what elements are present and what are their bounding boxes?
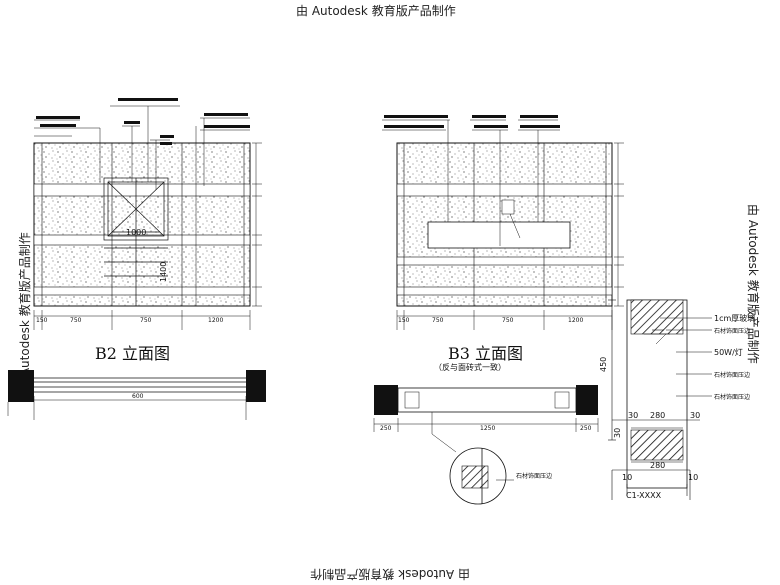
detail-dim-10-left: 10 [622, 473, 632, 482]
b3-plan-dim-2: 1250 [480, 425, 495, 432]
b3-dim-bottom-3: 750 [502, 317, 514, 324]
detail-label-edge-1: 石材饰面压边 [714, 327, 750, 335]
b3-plan-dim [373, 412, 599, 453]
detail-top-stone [630, 299, 684, 335]
b2-dim-1400: 1400 [159, 262, 168, 282]
b2-right-dim-chain [252, 142, 262, 307]
detail-dim-450: 450 [599, 357, 608, 372]
b3-plan-niche [397, 387, 577, 413]
b2-title: B2 立面图 [95, 344, 171, 363]
b3-plan-dim-3: 250 [580, 425, 592, 432]
b2-window [103, 177, 169, 306]
watermark-top: 由 Autodesk 教育版产品制作 [296, 4, 456, 18]
b3-plan: 250 1250 250 石材饰面压边 [373, 385, 599, 505]
b2-plan: 600 [7, 370, 266, 420]
detail-label-glass: 1cm厚玻璃 [714, 313, 755, 323]
b3-subtitle: （反与面砖式一致） [434, 363, 506, 372]
b2-stone-panel [33, 142, 251, 307]
detail-lines [608, 299, 700, 500]
b2-dim-bottom-4: 1200 [208, 317, 223, 324]
b3-title: B3 立面图 [448, 344, 524, 363]
b2-plan-lines [34, 377, 246, 393]
b2-vertical-joints [41, 143, 245, 306]
detail-label-light: 50W/灯 [714, 347, 743, 357]
b3-fixture [501, 199, 515, 215]
b3-dim-bottom-1: 150 [398, 317, 410, 324]
b2-dim-bottom-1: 150 [36, 317, 48, 324]
detail-label-edge-2: 石材饰面压边 [714, 371, 750, 379]
detail-label-edge-3: 石材饰面压边 [714, 393, 750, 401]
detail-dim-30-right: 30 [690, 411, 700, 420]
b2-dim-bottom-3: 750 [140, 317, 152, 324]
b2-plan-dim-text: 600 [132, 393, 144, 400]
detail-dim-30-left: 30 [628, 411, 638, 420]
detail-leaders [655, 317, 712, 397]
b2-elevation: 1000 1400 [33, 98, 262, 330]
section-detail: 1cm厚玻璃 石材饰面压边 50W/灯 石材饰面压边 石材饰面压边 450 30… [599, 299, 755, 500]
b3-dim-bottom-2: 750 [432, 317, 444, 324]
b2-plan-wall-left [8, 370, 34, 402]
b2-leaders [34, 105, 250, 306]
b3-dim-bottom-4: 1200 [568, 317, 583, 324]
b2-plan-wall-right [246, 370, 266, 402]
b2-bottom-dim-chain [33, 310, 251, 330]
b3-leader-text-marks [384, 115, 560, 128]
b3-plan-dim-1: 250 [380, 425, 392, 432]
detail-dim-30-mid: 30 [613, 428, 622, 438]
b2-plan-dim [7, 396, 247, 420]
b2-dim-1000: 1000 [126, 228, 146, 237]
detail-bottom-stone [630, 429, 684, 461]
detail-dim-10-right: 10 [688, 473, 698, 482]
b2-dim-bottom-2: 750 [70, 317, 82, 324]
b3-plan-wall-left [374, 385, 398, 415]
b3-leaders [382, 119, 560, 246]
b3-plan-callout: 石材饰面压边 [516, 472, 552, 480]
b3-display-niche [427, 221, 571, 249]
detail-dim-280-bottom: 280 [650, 461, 665, 470]
detail-dim-280-top: 280 [650, 411, 665, 420]
b3-band-2 [396, 256, 613, 266]
b2-band-3 [33, 286, 251, 296]
b3-band-3 [396, 286, 613, 296]
b3-elevation: 150 750 750 1200 [382, 115, 624, 330]
b2-leader-text-marks [36, 98, 250, 145]
b3-right-dim-chain [614, 142, 624, 307]
b3-plan-wall-right [576, 385, 598, 415]
detail-cut-label: C1-XXXX [626, 491, 662, 500]
b3-band-1 [396, 183, 613, 197]
b2-band-1 [33, 183, 251, 197]
